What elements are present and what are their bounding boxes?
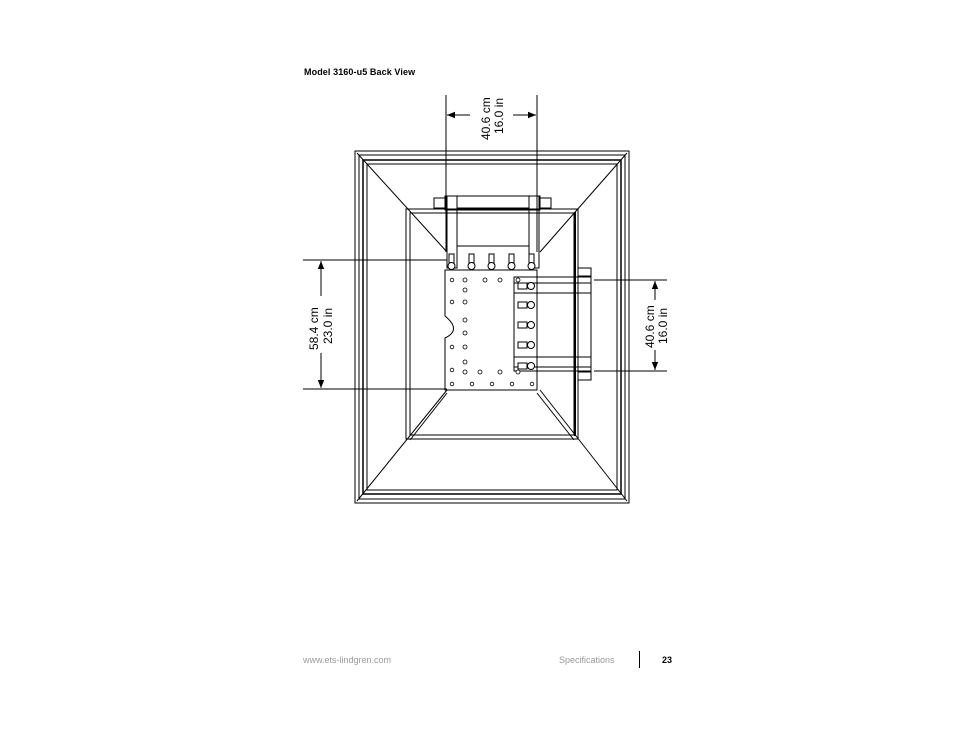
left-dim-cm-label: 58.4 cm [307,307,321,350]
footer-section-name: Specifications [559,655,615,665]
inner-housing [405,208,579,440]
figure-title: Model 3160-u5 Back View [304,67,416,77]
top-dim-in-label: 16.0 in [492,98,506,134]
page-number: 23 [662,655,673,665]
outer-frame-inner-line [358,154,626,500]
mounting-plate [444,269,538,391]
right-dim-in-label: 16.0 in [656,308,670,344]
footer-website: www.ets-lindgren.com [303,655,392,665]
left-dim-in-label: 23.0 in [321,308,335,344]
top-dim-cm-label: 40.6 cm [479,97,493,140]
footer-divider [639,651,640,668]
outer-frame [354,150,630,504]
right-bracket [513,276,592,372]
right-dim-cm-label: 40.6 cm [643,305,657,348]
